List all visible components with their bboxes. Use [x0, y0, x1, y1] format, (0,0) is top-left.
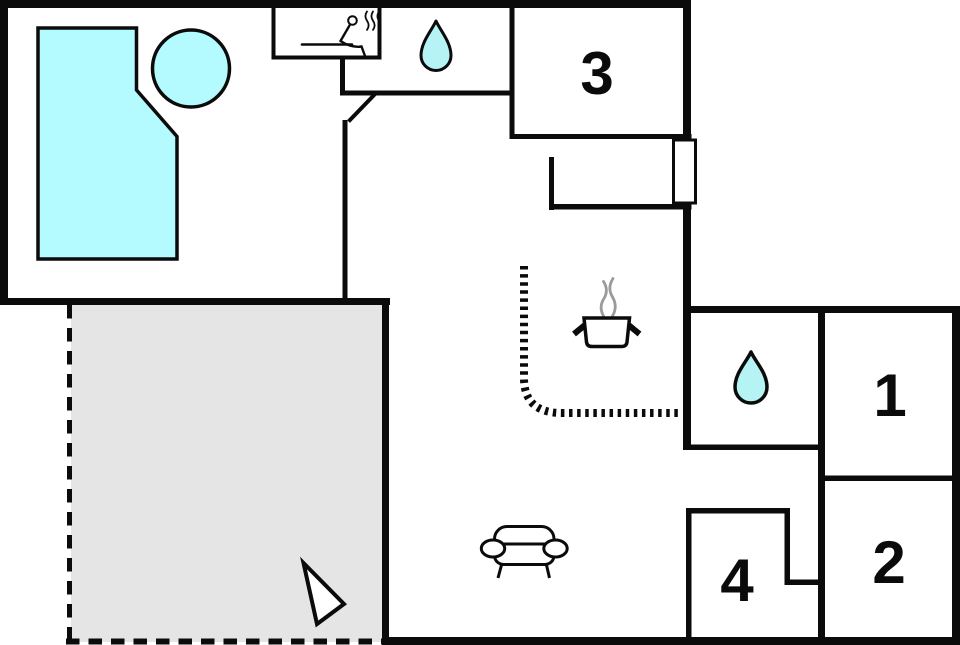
terrace-floor: [71, 305, 382, 642]
wall-segment: [342, 120, 348, 303]
wall-segment: [382, 298, 389, 645]
wall-segment: [0, 0, 8, 305]
cooking-pot-icon: [572, 277, 642, 349]
sofa-leg-left: [496, 564, 503, 579]
water-drop-icon: [733, 350, 769, 405]
wall-segment: [818, 312, 825, 645]
hot-tub: [150, 28, 232, 109]
pot-steam: [599, 277, 617, 318]
wall-segment: [509, 134, 692, 139]
terrace-area: [66, 305, 382, 645]
wall-segment: [683, 0, 691, 450]
wall-segment: [784, 508, 790, 585]
wall-segment: [549, 204, 692, 210]
sofa-leg-right: [545, 564, 551, 579]
wall-segment: [382, 637, 960, 645]
room-2-label: 2: [872, 529, 905, 596]
pot-body: [582, 316, 632, 349]
room-3-label: 3: [580, 40, 613, 107]
wall-segment: [549, 157, 554, 210]
swimming-pool: [36, 26, 179, 261]
sofa-armrest-left: [479, 538, 507, 559]
wall-segment: [509, 0, 515, 139]
room-4-label: 4: [720, 547, 754, 614]
sauna-icon: [300, 10, 382, 58]
wall-segment: [683, 444, 825, 450]
wall-segment: [683, 306, 960, 313]
sofa-armrest-right: [542, 538, 569, 559]
sofa-icon: [479, 525, 569, 579]
wall-segment: [784, 579, 825, 585]
kitchen-boundary-dotted-line: [520, 266, 682, 417]
wall-segment: [825, 475, 960, 481]
wall-segment: [340, 56, 345, 95]
entrance-door: [672, 138, 697, 205]
wall-segment: [0, 0, 691, 8]
wall-segment: [686, 508, 790, 514]
room-1-label: 1: [873, 362, 906, 429]
wall-segment: [340, 90, 514, 96]
door-swing-line: [347, 90, 379, 123]
wall-segment: [686, 508, 692, 637]
wall-segment: [0, 298, 390, 305]
water-drop-icon: [419, 19, 453, 72]
north-arrow-icon: [300, 556, 348, 628]
